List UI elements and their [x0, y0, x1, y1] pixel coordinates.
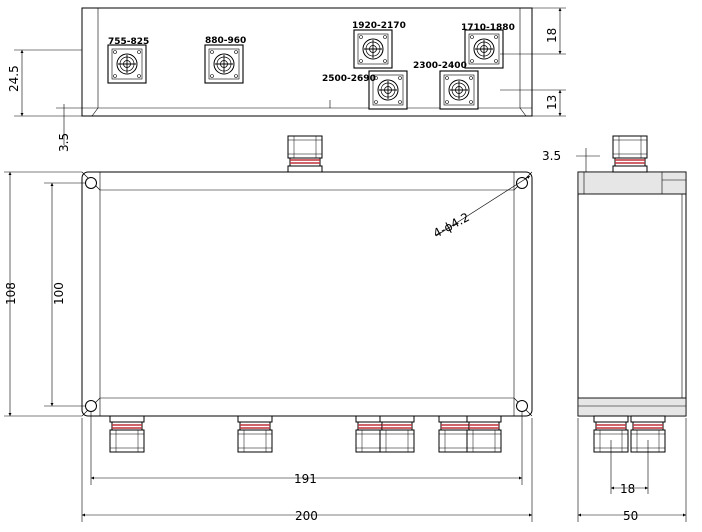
output-port-2: [237, 415, 273, 453]
port-label-1710-1880: 1710-1880: [461, 23, 515, 33]
dim-top-view-18: 18: [545, 28, 559, 43]
dim-top-view-24-5: 24.5: [7, 65, 21, 92]
dim-front-view-100: 100: [52, 282, 66, 305]
side-view-body: [577, 171, 687, 417]
port-label-2300-2400: 2300-2400: [413, 61, 467, 71]
front-view: 4-ϕ4.2 108 100 191 200: [4, 135, 533, 523]
dim-side-view-3-5: 3.5: [542, 149, 561, 163]
port-2500-2690: [368, 70, 408, 110]
port-2300-2400: [439, 70, 479, 110]
output-port-4: [379, 415, 415, 453]
dim-top-view-3-5: 3.5: [57, 133, 71, 152]
side-view: 3.5 18 50: [542, 135, 687, 523]
dim-side-view-18: 18: [620, 482, 635, 496]
output-port-6: [466, 415, 502, 453]
common-port-top: [287, 135, 323, 173]
top-view: 755-825 880-960 1920-2170 1710-1880 2500…: [7, 7, 566, 152]
mount-hole-bottom-left: [85, 400, 97, 412]
port-880-960: [204, 44, 244, 84]
port-label-755-825: 755-825: [108, 37, 149, 47]
port-1710-1880: [464, 29, 504, 69]
port-label-2500-2690: 2500-2690: [322, 74, 376, 84]
output-port-1: [109, 415, 145, 453]
dim-side-view-50: 50: [623, 509, 638, 523]
dim-front-view-200: 200: [295, 509, 318, 523]
port-1920-2170: [353, 29, 393, 69]
dim-top-view-13: 13: [545, 95, 559, 110]
side-common-port: [612, 135, 648, 173]
dim-front-view-108: 108: [4, 282, 18, 305]
front-view-body: [81, 171, 533, 417]
mount-hole-bottom-right: [516, 400, 528, 412]
dim-front-view-191: 191: [294, 472, 317, 486]
mount-hole-top-right: [516, 177, 528, 189]
port-755-825: [107, 44, 147, 84]
mount-hole-top-left: [85, 177, 97, 189]
port-label-880-960: 880-960: [205, 36, 246, 46]
port-label-1920-2170: 1920-2170: [352, 21, 406, 31]
